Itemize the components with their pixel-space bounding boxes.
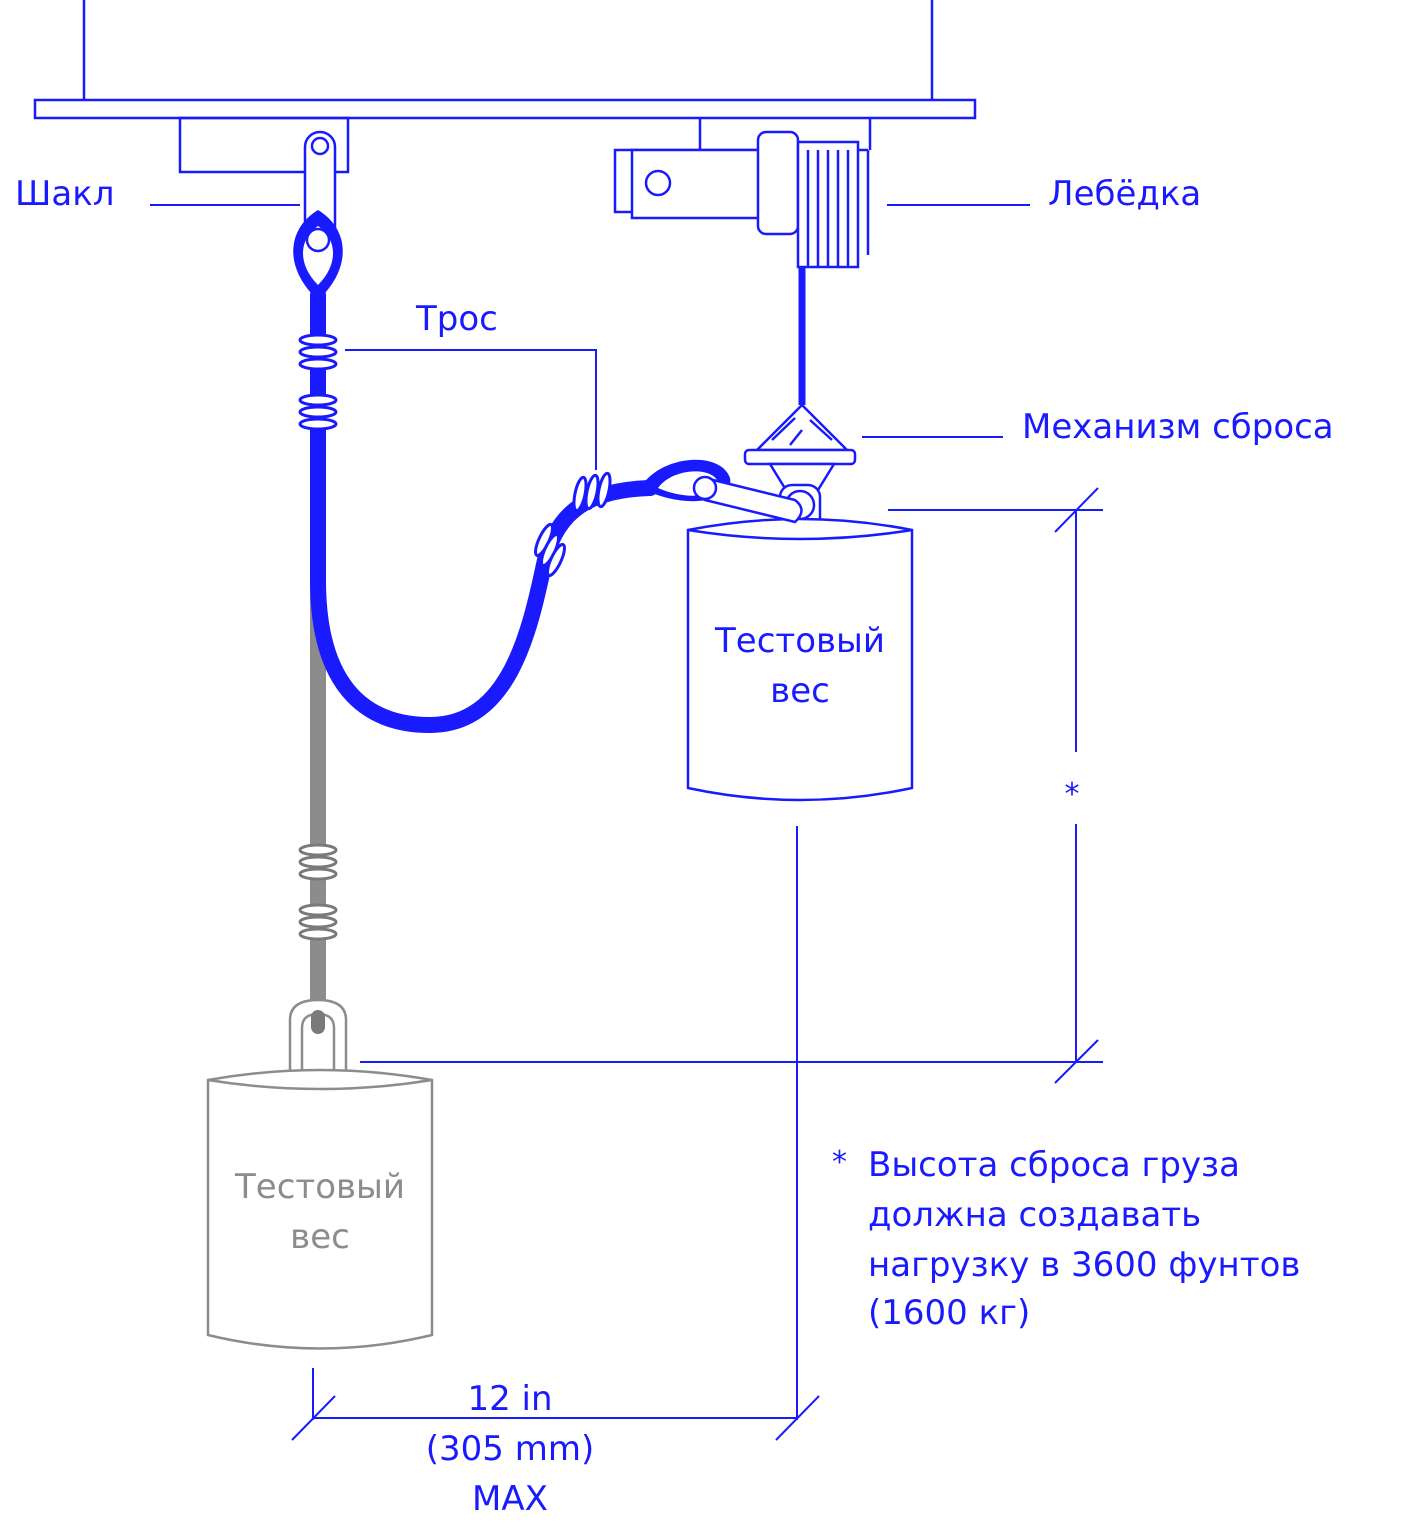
leader-lines [150,204,1030,470]
overhead-beam [33,0,977,174]
note-asterisk: * [832,1145,847,1180]
dimension-line3: MAX [472,1479,548,1519]
offset-dimension [291,826,820,1441]
shackle-label: Шакл [15,174,114,214]
top-shackle-icon [293,130,343,300]
release-mechanism-label: Механизм сброса [1022,407,1334,447]
weight-bottom-label-line1: Тестовый [234,1167,405,1207]
weight-top-label-line1: Тестовый [714,621,885,661]
note-line3: нагрузку в 3600 фунтов [868,1245,1300,1285]
asterisk-marker: * [1065,777,1080,812]
gray-cable-end [311,1010,325,1034]
cable-label: Трос [415,299,498,339]
dimension-line2: (305 mm) [426,1429,594,1469]
dimension-line1: 12 in [467,1379,552,1419]
drop-height-dimension [360,487,1103,1084]
test-weight-bottom [206,1068,434,1350]
rope-thimble-icon [640,459,803,524]
weight-bottom-label-line2: вес [290,1217,350,1257]
blue-rope [310,287,658,734]
winch-icon [613,130,870,269]
rope-clamps-curve [534,471,612,578]
rope-clamps-top [298,333,338,431]
note-line2: должна создавать [868,1195,1201,1235]
winch-label: Лебёдка [1048,174,1201,214]
weight-top-label-line2: вес [770,671,830,711]
test-weight-top [686,517,914,802]
note-line4: (1600 кг) [868,1293,1030,1333]
note-line1: Высота сброса груза [868,1145,1240,1185]
